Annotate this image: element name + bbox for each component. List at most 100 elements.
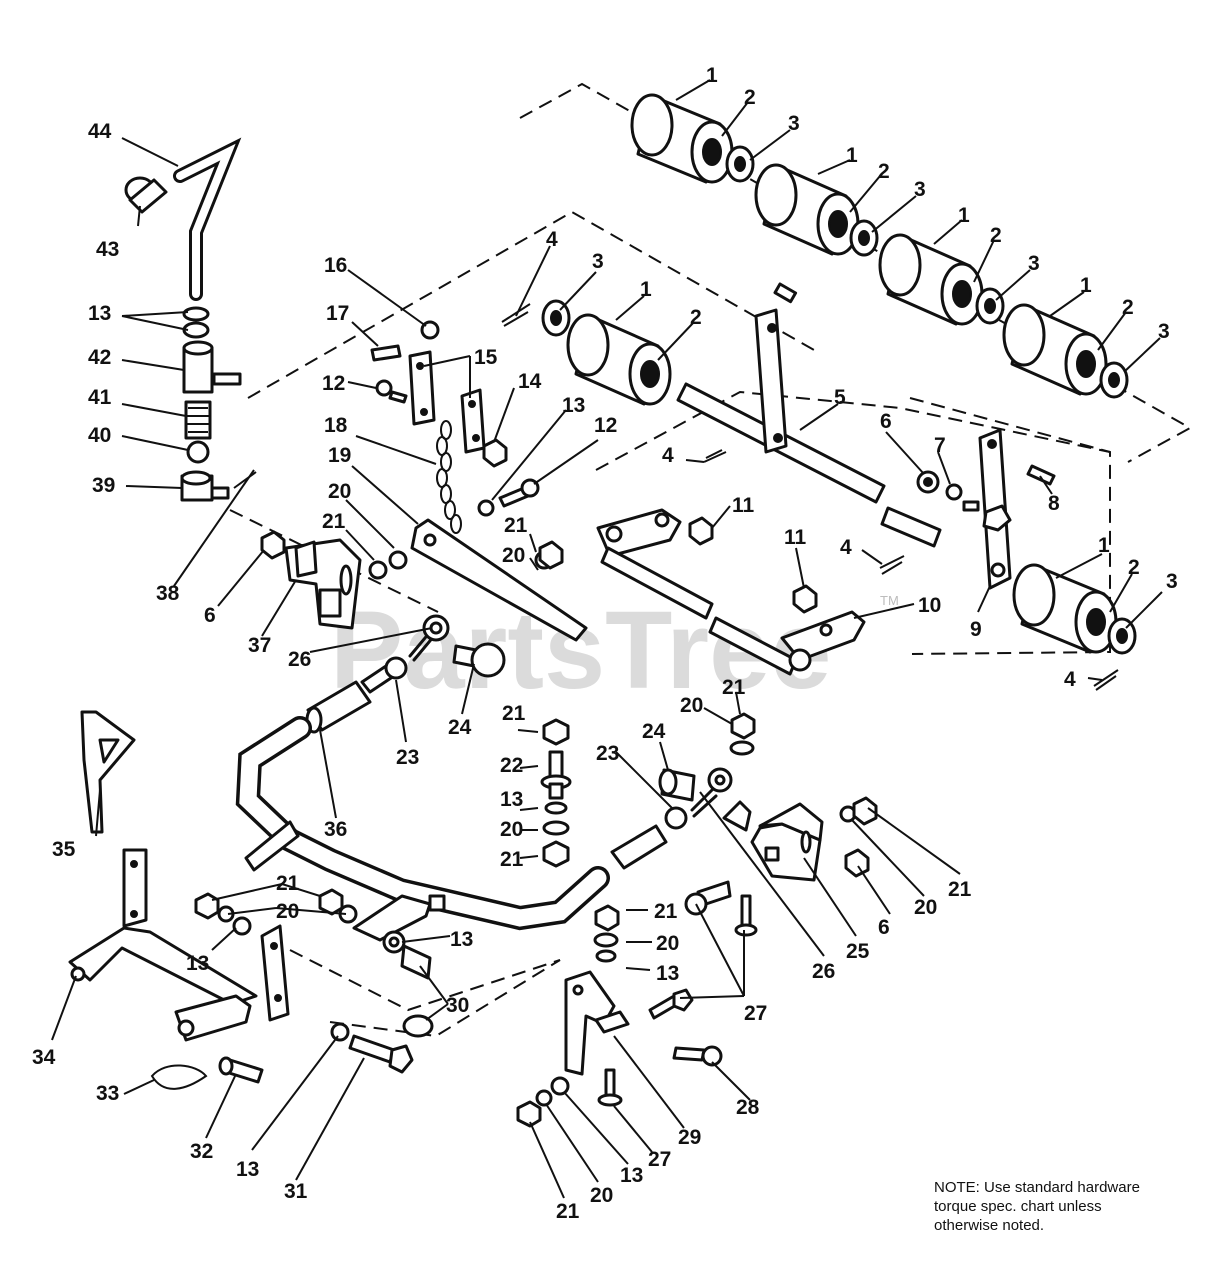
cotter-pins [501, 303, 1119, 691]
lift-handle [124, 137, 257, 502]
callout-39: 39 [92, 474, 115, 497]
lift-bracket [260, 530, 564, 630]
callout-37: 37 [248, 634, 271, 657]
callout-33: 33 [96, 1082, 119, 1105]
callout-6: 6 [880, 410, 892, 433]
callout-13: 13 [450, 928, 473, 951]
callout-13: 13 [500, 788, 523, 811]
callout-28: 28 [736, 1096, 760, 1119]
roller-right [1012, 563, 1137, 655]
callout-12: 12 [322, 372, 345, 395]
callout-18: 18 [324, 414, 348, 437]
callout-20: 20 [502, 544, 525, 567]
chain-assembly [370, 320, 588, 642]
callout-13: 13 [186, 952, 209, 975]
callout-4: 4 [546, 228, 558, 251]
callout-4: 4 [1064, 668, 1076, 691]
watermark-trademark: TM [880, 593, 899, 608]
callout-9: 9 [970, 618, 982, 641]
callout-17: 17 [326, 302, 349, 325]
lower-right-bracket [516, 880, 758, 1128]
pivot-bracket-25 [722, 796, 878, 882]
callout-21: 21 [654, 900, 678, 923]
callout-29: 29 [678, 1126, 701, 1149]
callout-12: 12 [594, 414, 617, 437]
hardware-stack-center [540, 712, 756, 868]
callout-21: 21 [504, 514, 528, 537]
callout-26: 26 [288, 648, 311, 671]
callout-13: 13 [236, 1158, 259, 1181]
callout-20: 20 [656, 932, 679, 955]
leader-lines [51, 79, 1163, 1199]
callout-21: 21 [276, 872, 300, 895]
callout-43: 43 [96, 238, 119, 261]
bracket-9 [916, 428, 1056, 590]
callout-1: 1 [1080, 274, 1092, 297]
callout-26: 26 [812, 960, 835, 983]
callout-4: 4 [662, 444, 674, 467]
callout-11: 11 [784, 526, 807, 549]
torque-note: NOTE: Use standard hardware torque spec.… [934, 1179, 1140, 1234]
callout-13: 13 [620, 1164, 643, 1187]
callout-20: 20 [680, 694, 703, 717]
callout-19: 19 [328, 444, 351, 467]
callout-3: 3 [592, 250, 604, 273]
callout-1: 1 [640, 278, 652, 301]
callout-22: 22 [500, 754, 523, 777]
callout-6: 6 [204, 604, 216, 627]
roller-axle [676, 282, 942, 548]
callout-27: 27 [744, 1002, 767, 1025]
callout-32: 32 [190, 1140, 213, 1163]
callout-20: 20 [328, 480, 351, 503]
callout-11: 11 [732, 494, 755, 517]
callout-27: 27 [648, 1148, 671, 1171]
callout-10: 10 [918, 594, 941, 617]
callout-24: 24 [642, 720, 666, 743]
callout-2: 2 [690, 306, 702, 329]
callout-20: 20 [590, 1184, 613, 1207]
callout-44: 44 [88, 120, 112, 143]
callout-1: 1 [1098, 534, 1110, 557]
callout-3: 3 [1158, 320, 1170, 343]
callout-21: 21 [556, 1200, 580, 1223]
callout-35: 35 [52, 838, 76, 861]
callout-42: 42 [88, 346, 111, 369]
callout-8: 8 [1048, 492, 1060, 515]
callout-21: 21 [722, 676, 746, 699]
callout-36: 36 [324, 818, 347, 841]
callout-20: 20 [276, 900, 299, 923]
lift-shaft [235, 716, 733, 942]
callout-30: 30 [446, 994, 469, 1017]
callout-21: 21 [500, 848, 524, 871]
roller-top-2 [754, 163, 879, 257]
roller-top-4 [1002, 303, 1129, 399]
callout-labels: 1 2 3 1 2 3 1 2 3 1 2 3 4 3 1 2 5 6 7 8 … [32, 64, 1178, 1223]
callout-21: 21 [948, 878, 972, 901]
lower-left-bracket [68, 710, 434, 1090]
callout-20: 20 [914, 896, 937, 919]
callout-1: 1 [706, 64, 718, 87]
callout-3: 3 [788, 112, 800, 135]
callout-4: 4 [840, 536, 852, 559]
roller-assemblies [541, 93, 1137, 655]
callout-20: 20 [500, 818, 523, 841]
callout-15: 15 [474, 346, 498, 369]
callout-13: 13 [562, 394, 585, 417]
callout-3: 3 [1166, 570, 1178, 593]
callout-38: 38 [156, 582, 180, 605]
callout-1: 1 [846, 144, 858, 167]
callout-21: 21 [322, 510, 346, 533]
callout-31: 31 [284, 1180, 308, 1203]
callout-23: 23 [596, 742, 619, 765]
callout-34: 34 [32, 1046, 56, 1069]
callout-3: 3 [1028, 252, 1040, 275]
callout-2: 2 [990, 224, 1002, 247]
callout-2: 2 [1128, 556, 1140, 579]
callout-1: 1 [958, 204, 970, 227]
callout-14: 14 [518, 370, 542, 393]
callout-40: 40 [88, 424, 111, 447]
callout-7: 7 [934, 434, 946, 457]
roller-mid [541, 299, 672, 406]
roller-top-3 [878, 233, 1005, 326]
